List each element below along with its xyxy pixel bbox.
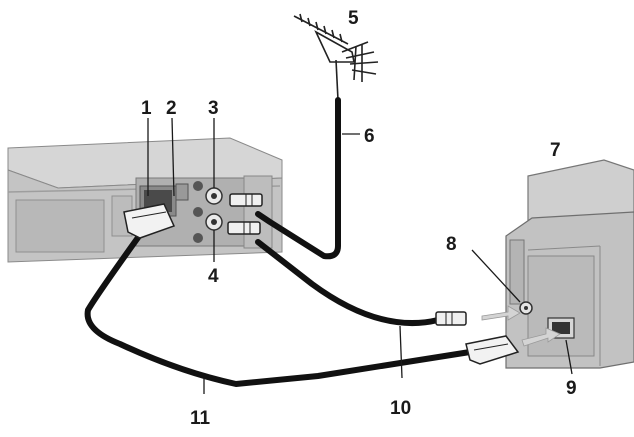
callout-4: 4 [208,266,219,287]
leader-9 [565,339,573,375]
rf-plug-tv [435,311,467,326]
callout-7: 7 [550,140,561,161]
rf-plug-vcr-in [229,193,263,207]
rf-jack-in [205,187,223,205]
callout-8: 8 [446,234,457,255]
aerial-antenna [293,13,379,101]
callout-1: 1 [141,98,152,119]
television-set [505,159,634,369]
scart-plug-tv [465,335,520,365]
callout-2: 2 [166,98,177,119]
scart-cable [84,229,473,387]
callout-6: 6 [364,126,375,147]
tv-aerial-socket [519,301,533,315]
rf-plug-vcr-out [227,221,261,235]
rf-cable [255,239,441,326]
insert-arrow-rf [481,305,521,321]
callout-5: 5 [348,8,359,29]
insert-arrow-scart [521,327,561,347]
callout-11: 11 [190,408,211,429]
callout-9: 9 [566,378,577,399]
scart-plug-vcr [123,203,176,239]
aerial-cable [255,97,341,260]
callout-3: 3 [208,98,219,119]
callout-10: 10 [390,398,411,419]
leader-10 [399,325,403,379]
leader-2 [171,117,175,197]
rf-jack-out [205,213,223,231]
leader-8 [471,249,521,303]
